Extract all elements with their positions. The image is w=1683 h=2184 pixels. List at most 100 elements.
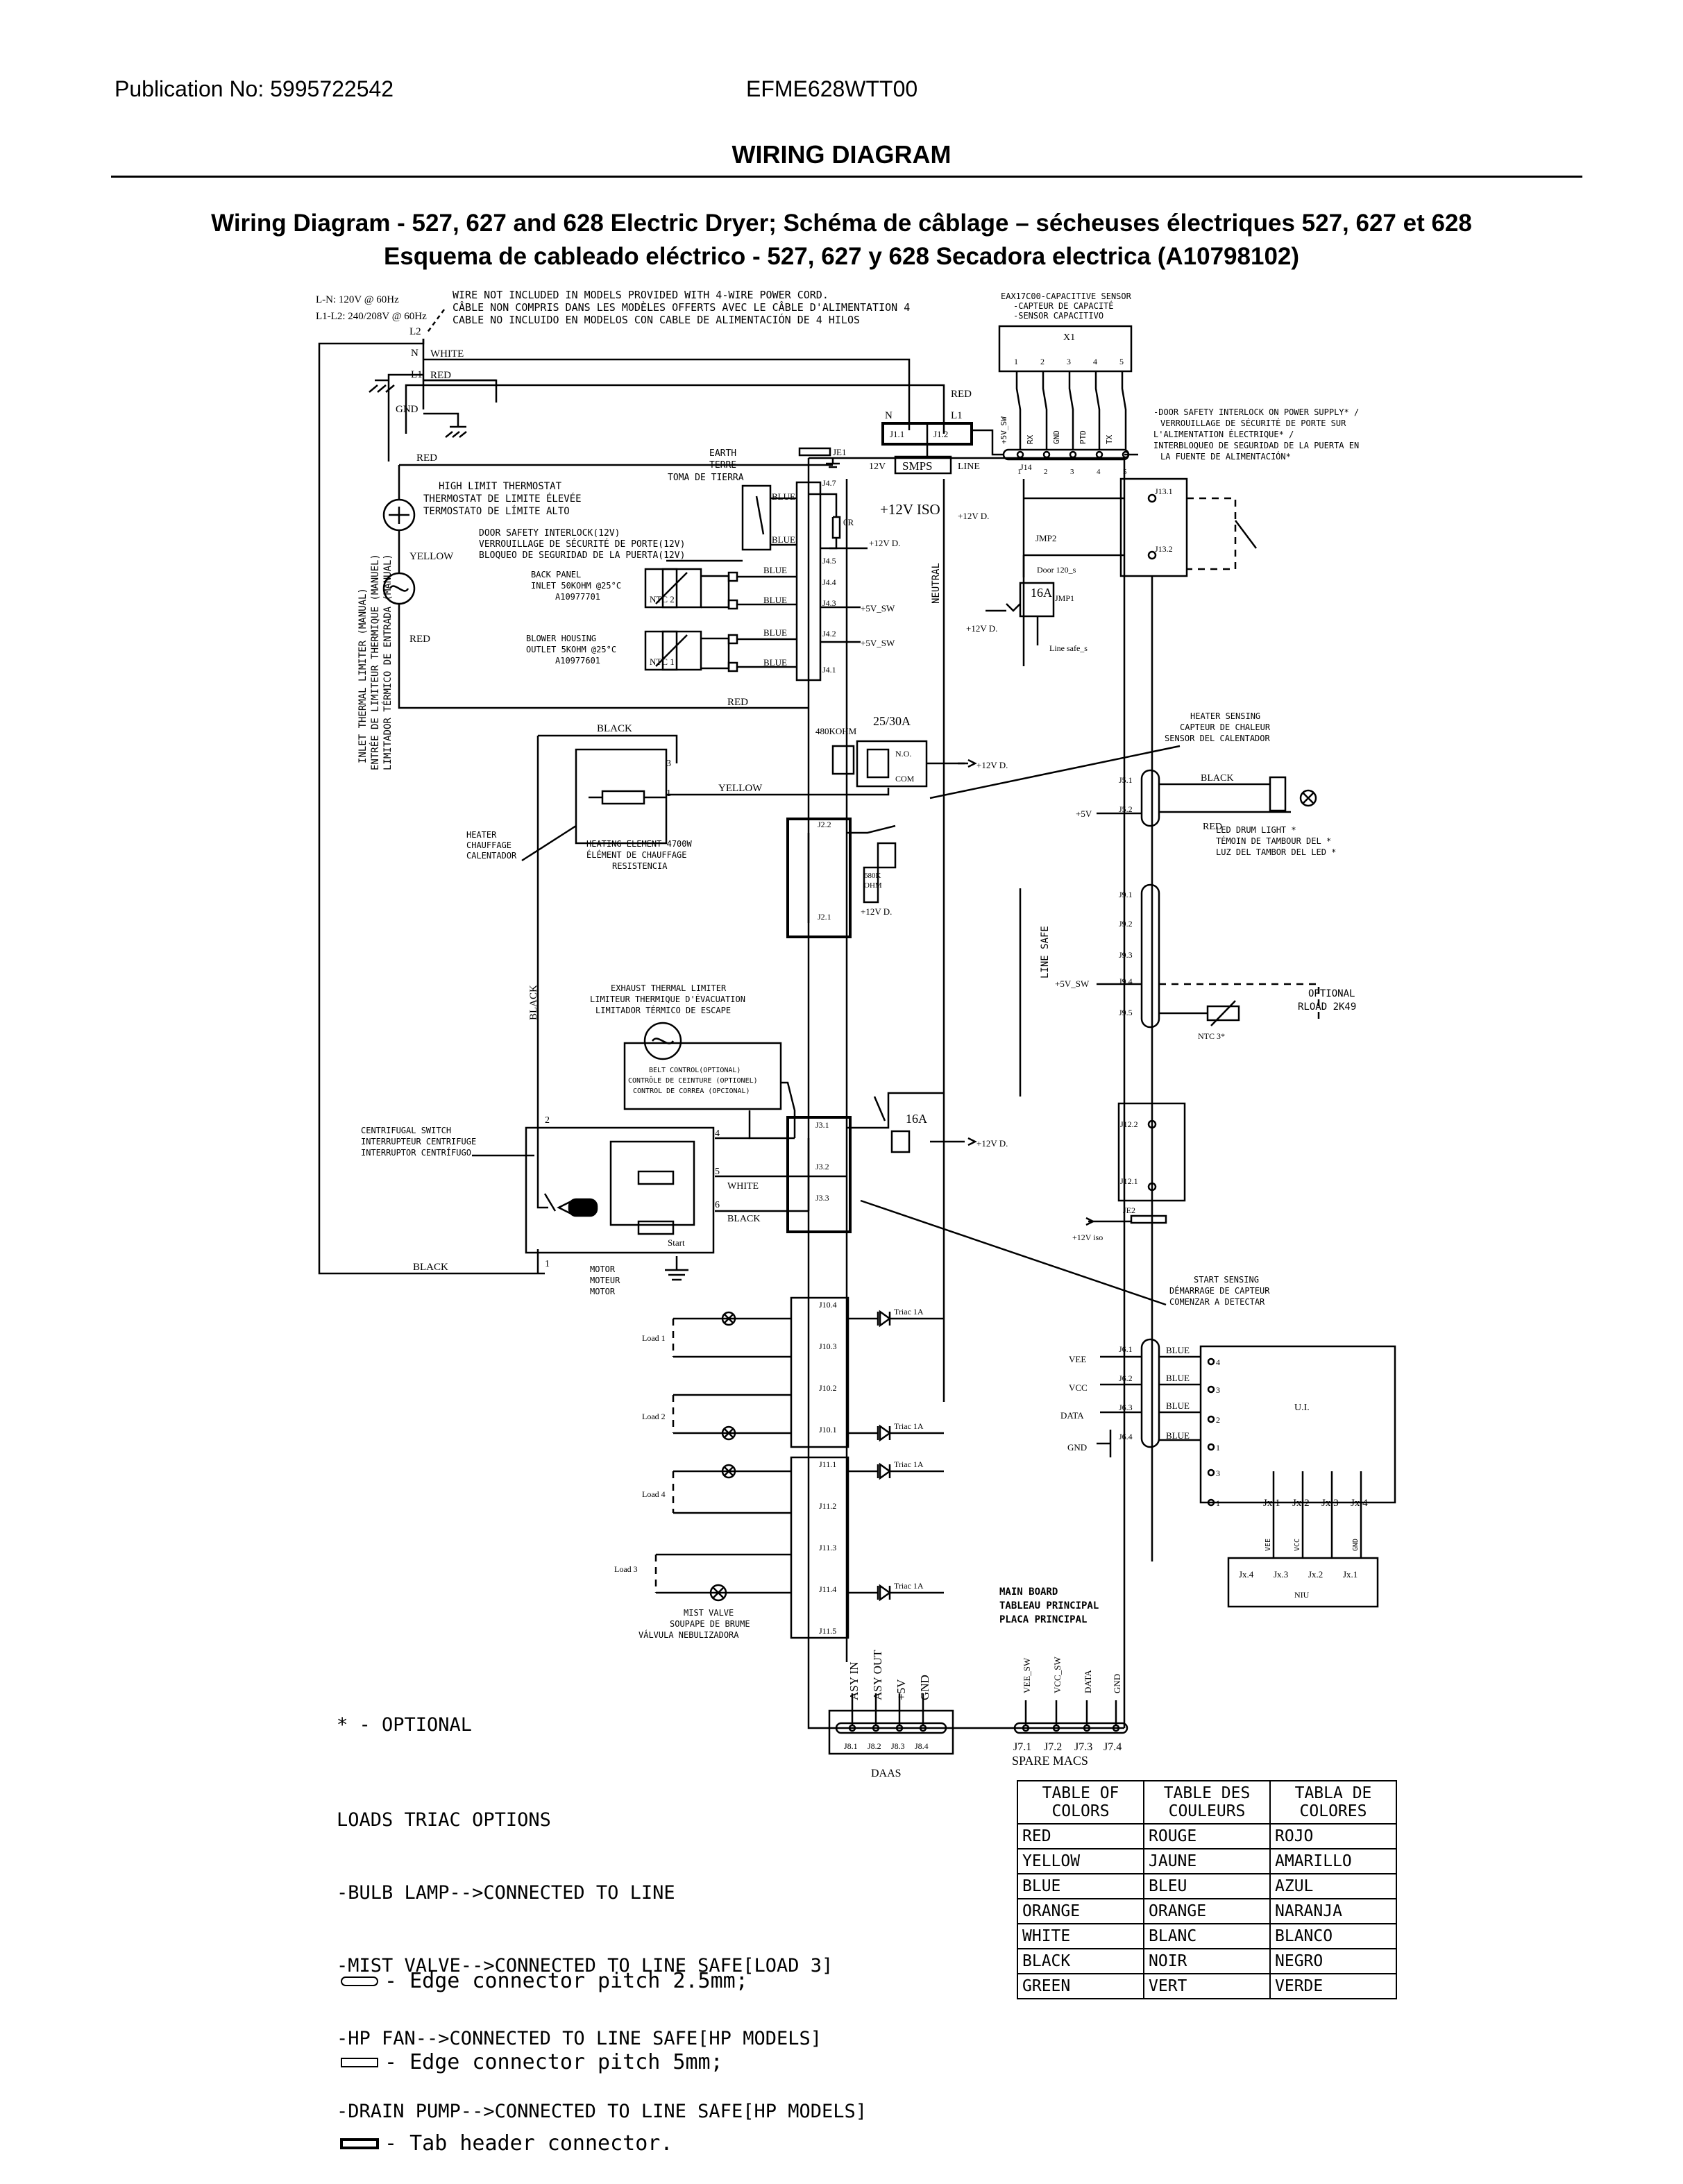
motor-rotor-icon (568, 1198, 598, 1217)
triac-label: Triac 1A (894, 1459, 924, 1469)
x1-pin-number: 1 (1014, 357, 1018, 366)
j103-label: J10.3 (819, 1341, 837, 1351)
ui-pin (1207, 1498, 1215, 1507)
load1-label: Load 1 (642, 1333, 666, 1343)
x1-lead (1068, 371, 1074, 450)
j14-pin-number: 4 (1097, 468, 1101, 476)
black-wire-label: BLACK (597, 723, 632, 734)
optional-note: * - OPTIONAL (337, 1714, 473, 1736)
blue-wire-label: BLUE (1166, 1400, 1190, 1411)
spare-pin-label: J7.2 (1044, 1741, 1062, 1753)
load3-label: Load 3 (614, 1564, 638, 1574)
vcc-label: VCC (1069, 1382, 1088, 1393)
belt-label-1: BELT CONTROL(OPTIONAL) (649, 1067, 741, 1074)
legend-row: - Edge connector pitch 5mm; (340, 2049, 748, 2076)
mist-valve-icon (709, 1584, 727, 1602)
triac-icon (848, 1424, 944, 1442)
note-leader (425, 309, 446, 334)
supply-ln-label: L-N: 120V @ 60Hz (316, 294, 399, 305)
x1-lead (1121, 371, 1127, 450)
run-winding (637, 1170, 675, 1185)
niu-label: NIU (1294, 1590, 1310, 1600)
j10-connector (790, 1296, 849, 1448)
j131-label: J13.1 (1155, 486, 1173, 496)
gnd-terminal-label: GND (396, 404, 418, 415)
680k-label-2: OHM (864, 881, 882, 890)
lamp-cross (724, 1428, 734, 1438)
motor-label-3: MOTOR (590, 1287, 616, 1296)
ntc1-label: NTC 1 (650, 657, 675, 667)
load2-label: Load 2 (642, 1412, 666, 1421)
wire-number: 4 (715, 1128, 720, 1139)
x1-lead (1094, 371, 1101, 450)
j2-contact (847, 824, 896, 834)
title-rule (111, 176, 1582, 178)
12v-iso-small-label: +12V iso (1072, 1233, 1103, 1242)
ui-box (1199, 1345, 1396, 1504)
earth-label-1: EARTH (709, 448, 736, 459)
wire-number: 6 (715, 1200, 720, 1210)
j41-label: J4.1 (822, 665, 836, 675)
spare-macs-edge-connector (1013, 1722, 1128, 1734)
motor-box (525, 1126, 715, 1254)
5v-sw-label: +5V_SW (861, 638, 895, 648)
earth-label-3: TOMA DE TIERRA (668, 473, 744, 483)
model-number: EFME628WTT00 (746, 76, 918, 101)
j122-label: J12.2 (1120, 1119, 1138, 1129)
heating-element-label-3: RESISTENCIA (612, 861, 668, 871)
j33-label: J3.3 (815, 1193, 829, 1203)
j14-signal-label: TX (1105, 434, 1114, 444)
color-french: JAUNE (1143, 1848, 1271, 1874)
blower-label-1: BLOWER HOUSING (526, 634, 596, 643)
wire (737, 575, 797, 606)
j14-pin-number: 1 (1017, 468, 1022, 476)
heater-sensing-label-2: CAPTEUR DE CHALEUR (1180, 722, 1271, 732)
blue-wire-label: BLUE (763, 627, 787, 638)
heater-sensing-label-3: SENSOR DEL CALENTADOR (1165, 734, 1270, 743)
motor-section: EXHAUST THERMAL LIMITER LIMITEUR THERMIQ… (361, 983, 1008, 1296)
blue-wire-label: BLUE (1166, 1430, 1190, 1441)
mist-label-2: SOUPAPE DE BRUME (670, 1619, 750, 1629)
daas-connector (828, 1709, 954, 1755)
blue-wire-label: BLUE (1166, 1345, 1190, 1355)
j14-pin-number: 2 (1044, 468, 1048, 476)
start-sensing-label-2: DÉMARRAGE DE CAPTEUR (1169, 1285, 1270, 1296)
belt-switch (781, 1081, 796, 1138)
mist-label-3: VÁLVULA NEBULIZADORA (638, 1629, 739, 1640)
wiring-diagram: L-N: 120V @ 60Hz L1-L2: 240/208V @ 60Hz … (316, 289, 1396, 1779)
line-safe-bus-label: LINE SAFE (1040, 926, 1051, 979)
belt-control-box (623, 1042, 782, 1110)
blue-wire-label: BLUE (763, 595, 787, 605)
inlet-limiter-label-3: LIMITADOR TÉRMICO DE ENTRADA (MANUAL) (382, 554, 394, 770)
color-english: ORANGE (1017, 1898, 1144, 1924)
motor-label-1: MOTOR (590, 1264, 616, 1274)
power-supply-input: L-N: 120V @ 60Hz L1-L2: 240/208V @ 60Hz … (316, 289, 972, 1275)
led-label-3: LUZ DEL TAMBOR DEL LED * (1216, 847, 1336, 857)
belt-label-3: CONTROL DE CORREA (OPCIONAL) (633, 1087, 750, 1095)
je2-connector (1130, 1214, 1167, 1224)
red-wire-label: RED (727, 697, 748, 708)
motor-windings-box (609, 1140, 695, 1226)
l2-terminal-label: L2 (409, 326, 421, 337)
j121-label: J12.1 (1120, 1176, 1138, 1186)
color-english: WHITE (1017, 1923, 1144, 1949)
wire (1024, 497, 1124, 557)
j111-label: J11.1 (819, 1459, 836, 1469)
red-wire-label: RED (416, 452, 437, 464)
j2-relay-coil (877, 842, 897, 869)
motor-wire (536, 1117, 548, 1273)
j3-wiring (807, 1092, 944, 1211)
x1-pin-number: 3 (1067, 357, 1071, 366)
5v-sw-label: +5V_SW (861, 603, 895, 613)
door-interlock-psu-label-3: L'ALIMENTATION ÉLECTRIQUE* / (1153, 429, 1294, 439)
triac-icon (848, 1310, 944, 1328)
color-french: ROUGE (1143, 1823, 1271, 1849)
j14-pin (1016, 450, 1024, 459)
j62-label: J6.2 (1119, 1373, 1133, 1383)
pin (1147, 493, 1157, 503)
